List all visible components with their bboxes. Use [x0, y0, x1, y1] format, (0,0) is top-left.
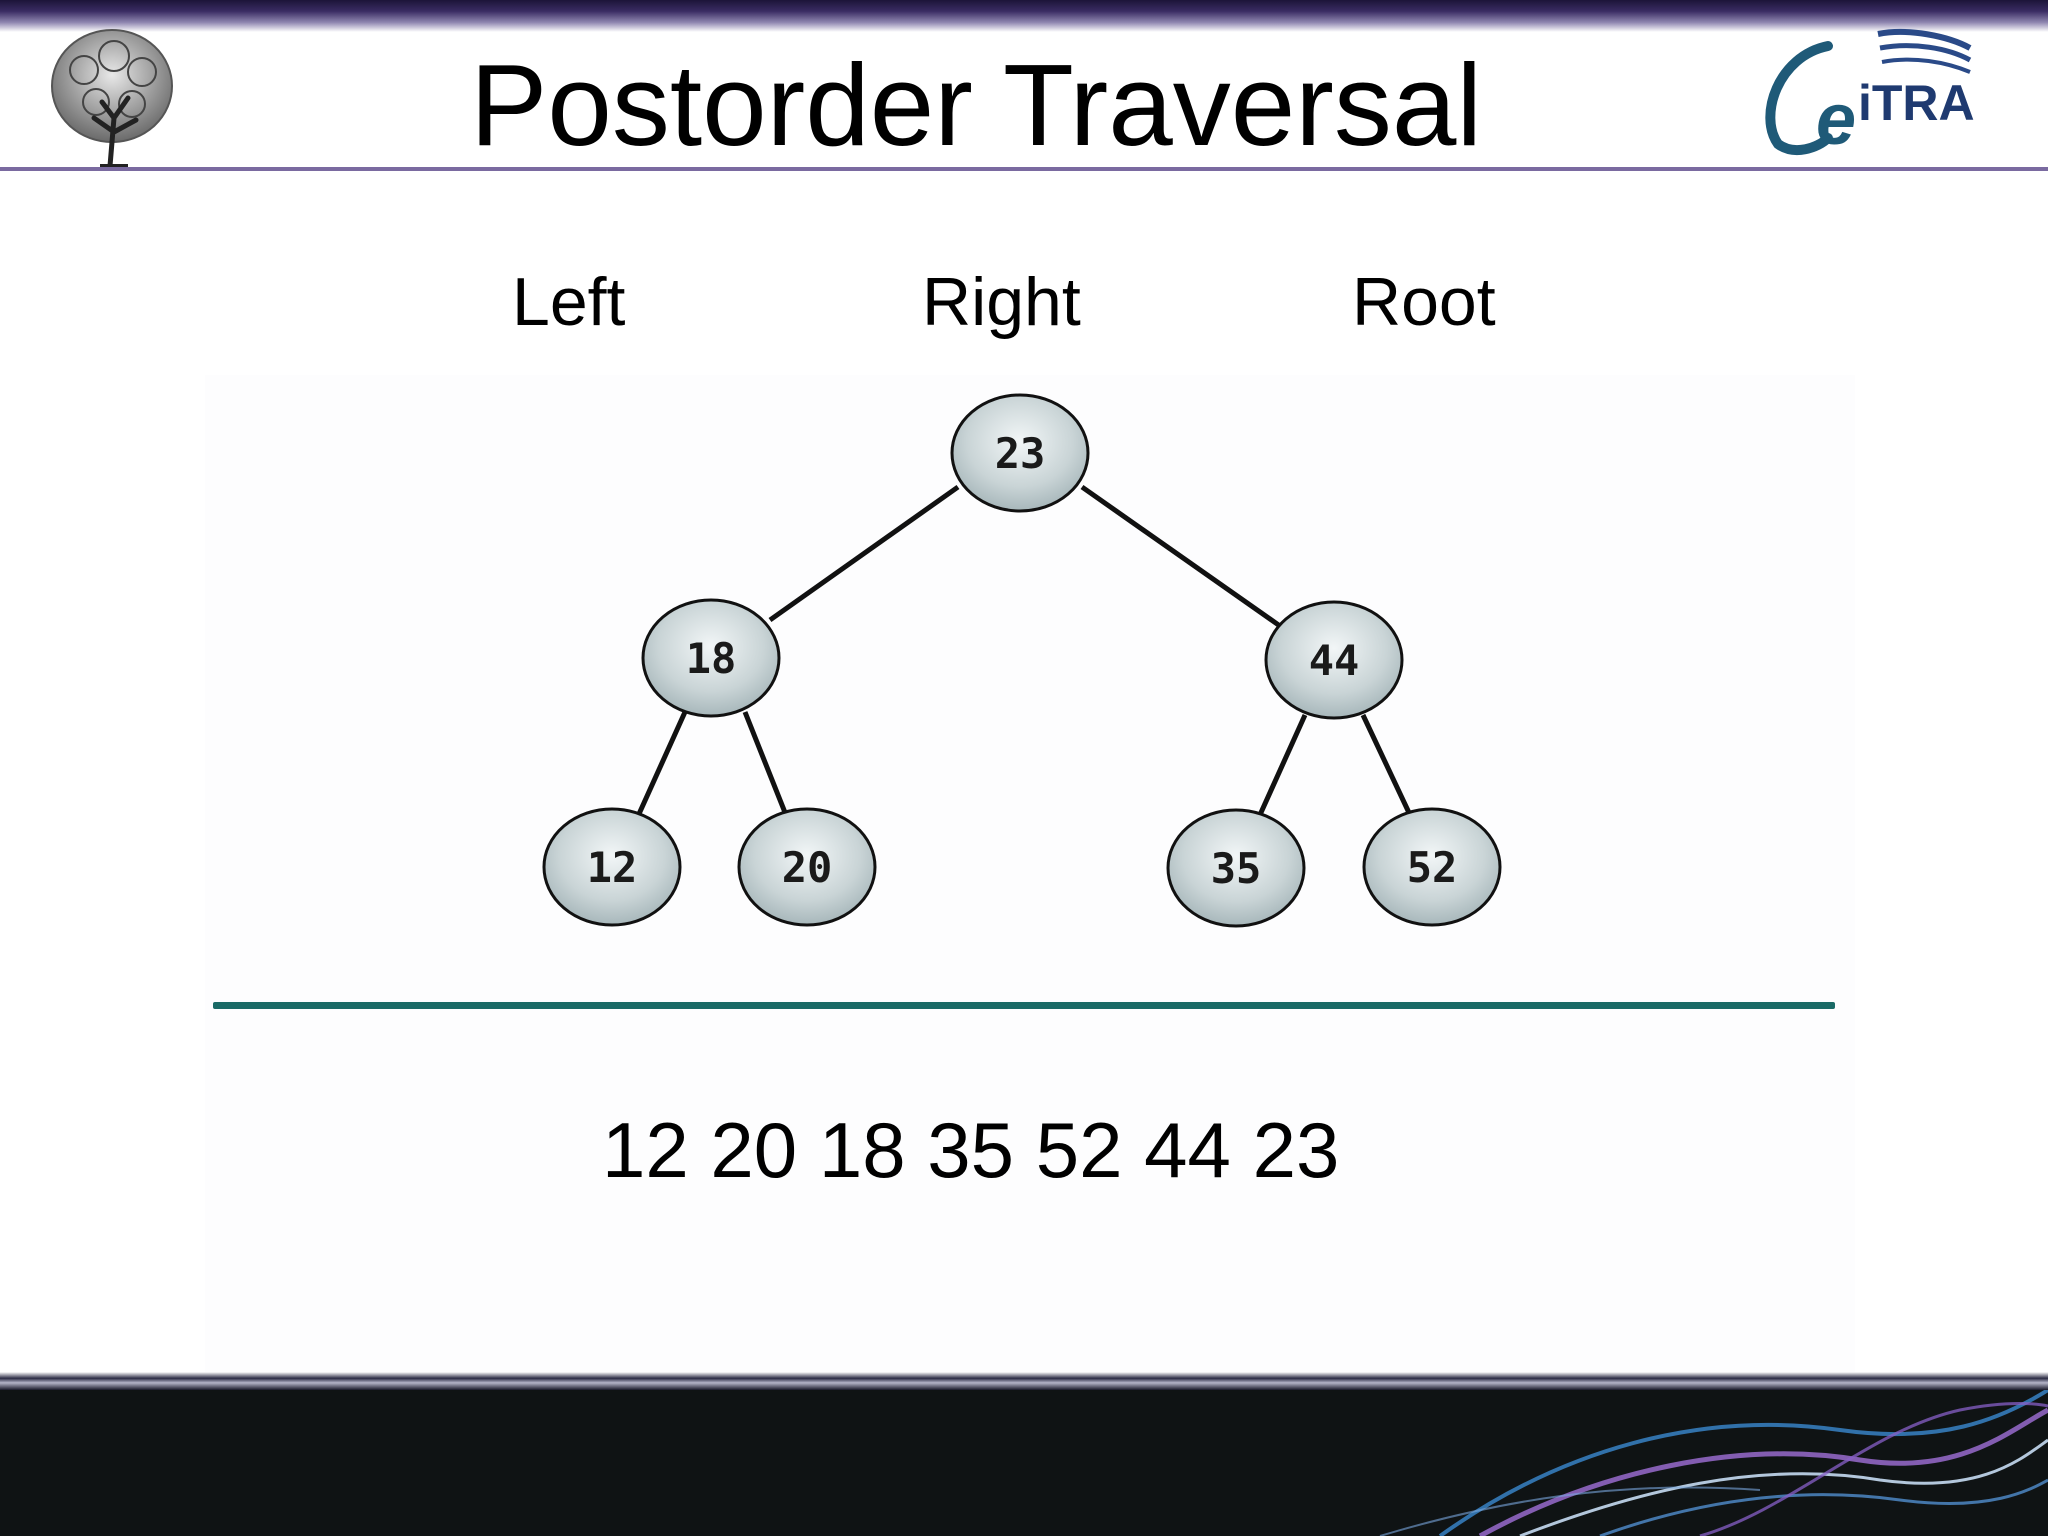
node-value-right: 44 — [1309, 636, 1360, 685]
binary-tree-diagram: 23 18 44 12 20 35 52 — [500, 380, 1560, 950]
tree-node-right-right: 52 — [1364, 809, 1500, 925]
node-value-right-left: 35 — [1211, 844, 1262, 893]
tree-node-root: 23 — [952, 395, 1088, 511]
node-value-left-left: 12 — [587, 843, 638, 892]
tree-node-left: 18 — [643, 600, 779, 716]
footer-rule — [0, 1372, 2048, 1390]
edge-44-35 — [1259, 715, 1305, 817]
eitra-logo-icon: e iTRA — [1758, 26, 1978, 156]
tree-logo-icon — [44, 22, 180, 168]
label-left: Left — [512, 262, 625, 342]
svg-text:e: e — [1816, 80, 1856, 156]
node-value-right-right: 52 — [1407, 843, 1458, 892]
footer-band — [0, 1390, 2048, 1536]
node-value-left-right: 20 — [782, 843, 833, 892]
footer-swirl-decoration — [0, 1390, 2048, 1536]
label-right: Right — [922, 262, 1081, 342]
slide-title: Postorder Traversal — [470, 40, 1530, 170]
edge-23-18 — [770, 487, 958, 620]
tree-node-left-left: 12 — [544, 809, 680, 925]
edge-44-52 — [1363, 715, 1411, 817]
title-underline — [0, 167, 2048, 171]
tree-node-right-left: 35 — [1168, 810, 1304, 926]
svg-text:iTRA: iTRA — [1858, 75, 1975, 131]
label-root: Root — [1352, 262, 1496, 342]
tree-node-right: 44 — [1266, 602, 1402, 718]
top-gradient-band — [0, 0, 2048, 32]
section-divider — [213, 1002, 1835, 1009]
edge-18-12 — [634, 712, 685, 825]
node-value-left: 18 — [686, 634, 737, 683]
node-value-root: 23 — [995, 429, 1046, 478]
edge-23-44 — [1082, 487, 1280, 626]
tree-node-left-right: 20 — [739, 809, 875, 925]
edge-18-20 — [745, 712, 786, 815]
postorder-result: 12 20 18 35 52 44 23 — [602, 1105, 1339, 1195]
